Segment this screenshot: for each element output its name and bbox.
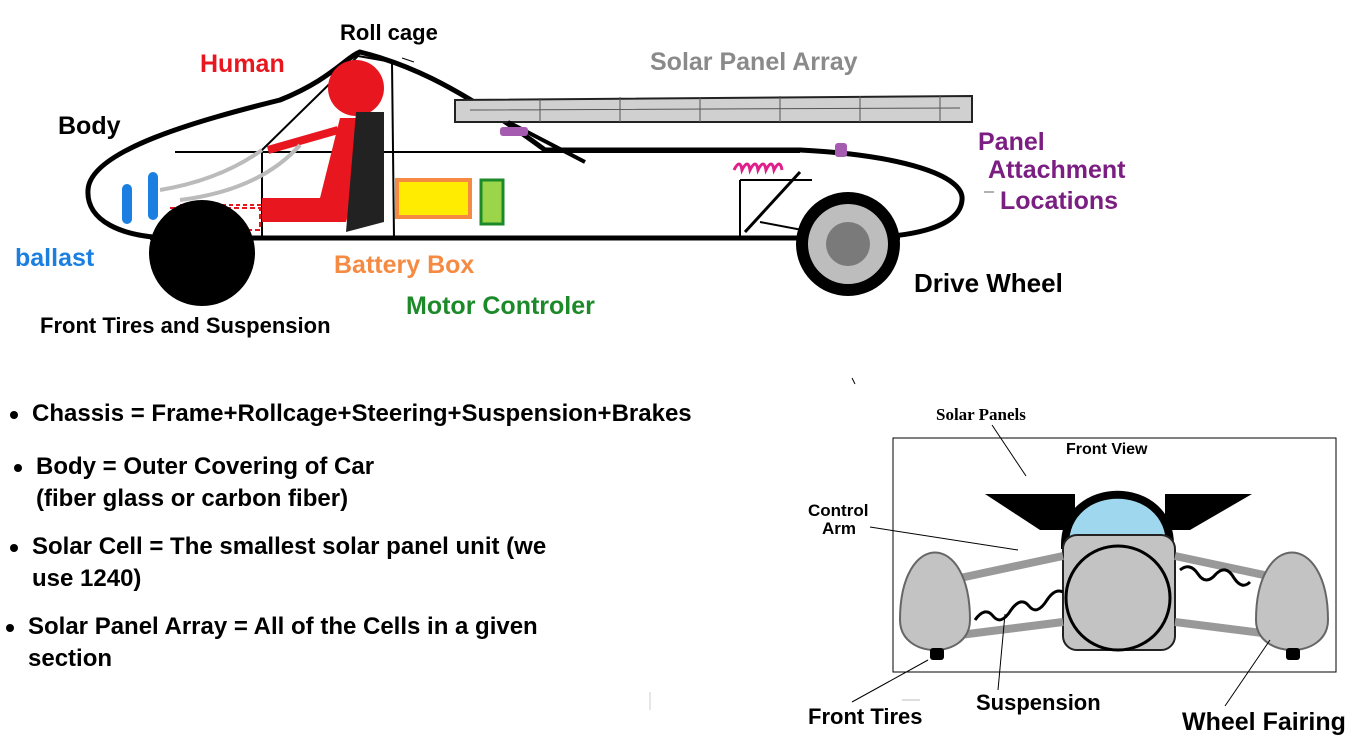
bullet-dot bbox=[6, 624, 14, 632]
bullet-body: Body = Outer Covering of Car (fiber glas… bbox=[12, 451, 812, 515]
front-wheel bbox=[149, 200, 255, 306]
label-panel-attachment-1: Panel bbox=[978, 128, 1045, 156]
bullet-text: Solar Panel Array = All of the Cells in … bbox=[28, 613, 538, 640]
bullet-solar-cell: Solar Cell = The smallest solar panel un… bbox=[8, 531, 808, 595]
bullet-text: use 1240) bbox=[32, 565, 142, 592]
ballast-block-1 bbox=[122, 184, 132, 224]
label-control-arm-1: Control bbox=[808, 501, 869, 520]
wheel-fairing-right bbox=[1254, 551, 1330, 651]
label-panel-attachment-3: Locations bbox=[1000, 187, 1119, 215]
bullet-text: Chassis = Frame+Rollcage+Steering+Suspen… bbox=[32, 400, 692, 427]
bullet-chassis: Chassis = Frame+Rollcage+Steering+Suspen… bbox=[8, 398, 808, 430]
bullet-text: (fiber glass or carbon fiber) bbox=[36, 485, 349, 512]
front-tire-right bbox=[1286, 648, 1300, 660]
bullet-dot bbox=[14, 464, 22, 472]
solar-panel-array bbox=[454, 94, 973, 164]
roll-cage-post bbox=[391, 61, 395, 239]
label-drive-wheel: Drive Wheel bbox=[914, 268, 1063, 298]
label-suspension: Suspension bbox=[976, 690, 1101, 715]
wheel-fairing-left bbox=[898, 551, 972, 651]
bullet-text: section bbox=[28, 645, 113, 672]
label-body: Body bbox=[58, 112, 121, 140]
label-solar-panel-array: Solar Panel Array bbox=[650, 48, 858, 76]
battery-box bbox=[395, 178, 472, 219]
label-battery-box: Battery Box bbox=[334, 251, 475, 279]
suspension-spring-right bbox=[1179, 565, 1252, 587]
human-figure bbox=[159, 60, 384, 232]
label-front-view: Front View bbox=[1066, 441, 1148, 458]
ballast-block-2 bbox=[148, 172, 158, 220]
panel-attachment-marker-rear bbox=[835, 143, 847, 157]
label-motor-controller: Motor Controler bbox=[406, 292, 595, 320]
label-wheel-fairing: Wheel Fairing bbox=[1182, 708, 1346, 736]
bullet-text: Body = Outer Covering of Car bbox=[36, 453, 375, 480]
bullet-text: Solar Cell = The smallest solar panel un… bbox=[32, 533, 547, 560]
bullet-solar-panel-array: Solar Panel Array = All of the Cells in … bbox=[4, 611, 804, 675]
label-roll-cage: Roll cage bbox=[340, 20, 438, 45]
front-tire-left bbox=[930, 648, 944, 660]
suspension-coil bbox=[732, 162, 784, 175]
label-human: Human bbox=[200, 50, 285, 78]
label-front-tires-suspension: Front Tires and Suspension bbox=[40, 313, 331, 338]
drive-wheel bbox=[796, 192, 900, 296]
bullet-dot bbox=[10, 544, 18, 552]
bullet-dot bbox=[10, 411, 18, 419]
solar-panel-wing-left bbox=[985, 494, 1075, 530]
motor-controller-box bbox=[479, 178, 505, 226]
panel-attachment-marker-front bbox=[500, 127, 528, 136]
label-control-arm-2: Arm bbox=[822, 519, 857, 538]
label-front-tires: Front Tires bbox=[808, 704, 923, 729]
label-solar-panels: Solar Panels bbox=[936, 405, 1026, 424]
roll-cage-top bbox=[357, 55, 393, 63]
suspension-spring-left bbox=[973, 589, 1064, 622]
definitions-list: Chassis = Frame+Rollcage+Steering+Suspen… bbox=[6, 398, 808, 675]
solar-panel-wing-right bbox=[1165, 494, 1252, 530]
label-panel-attachment-2: Attachment bbox=[988, 156, 1126, 184]
label-ballast: ballast bbox=[15, 244, 95, 272]
front-body-ring bbox=[1064, 544, 1172, 652]
canopy bbox=[1060, 490, 1175, 549]
